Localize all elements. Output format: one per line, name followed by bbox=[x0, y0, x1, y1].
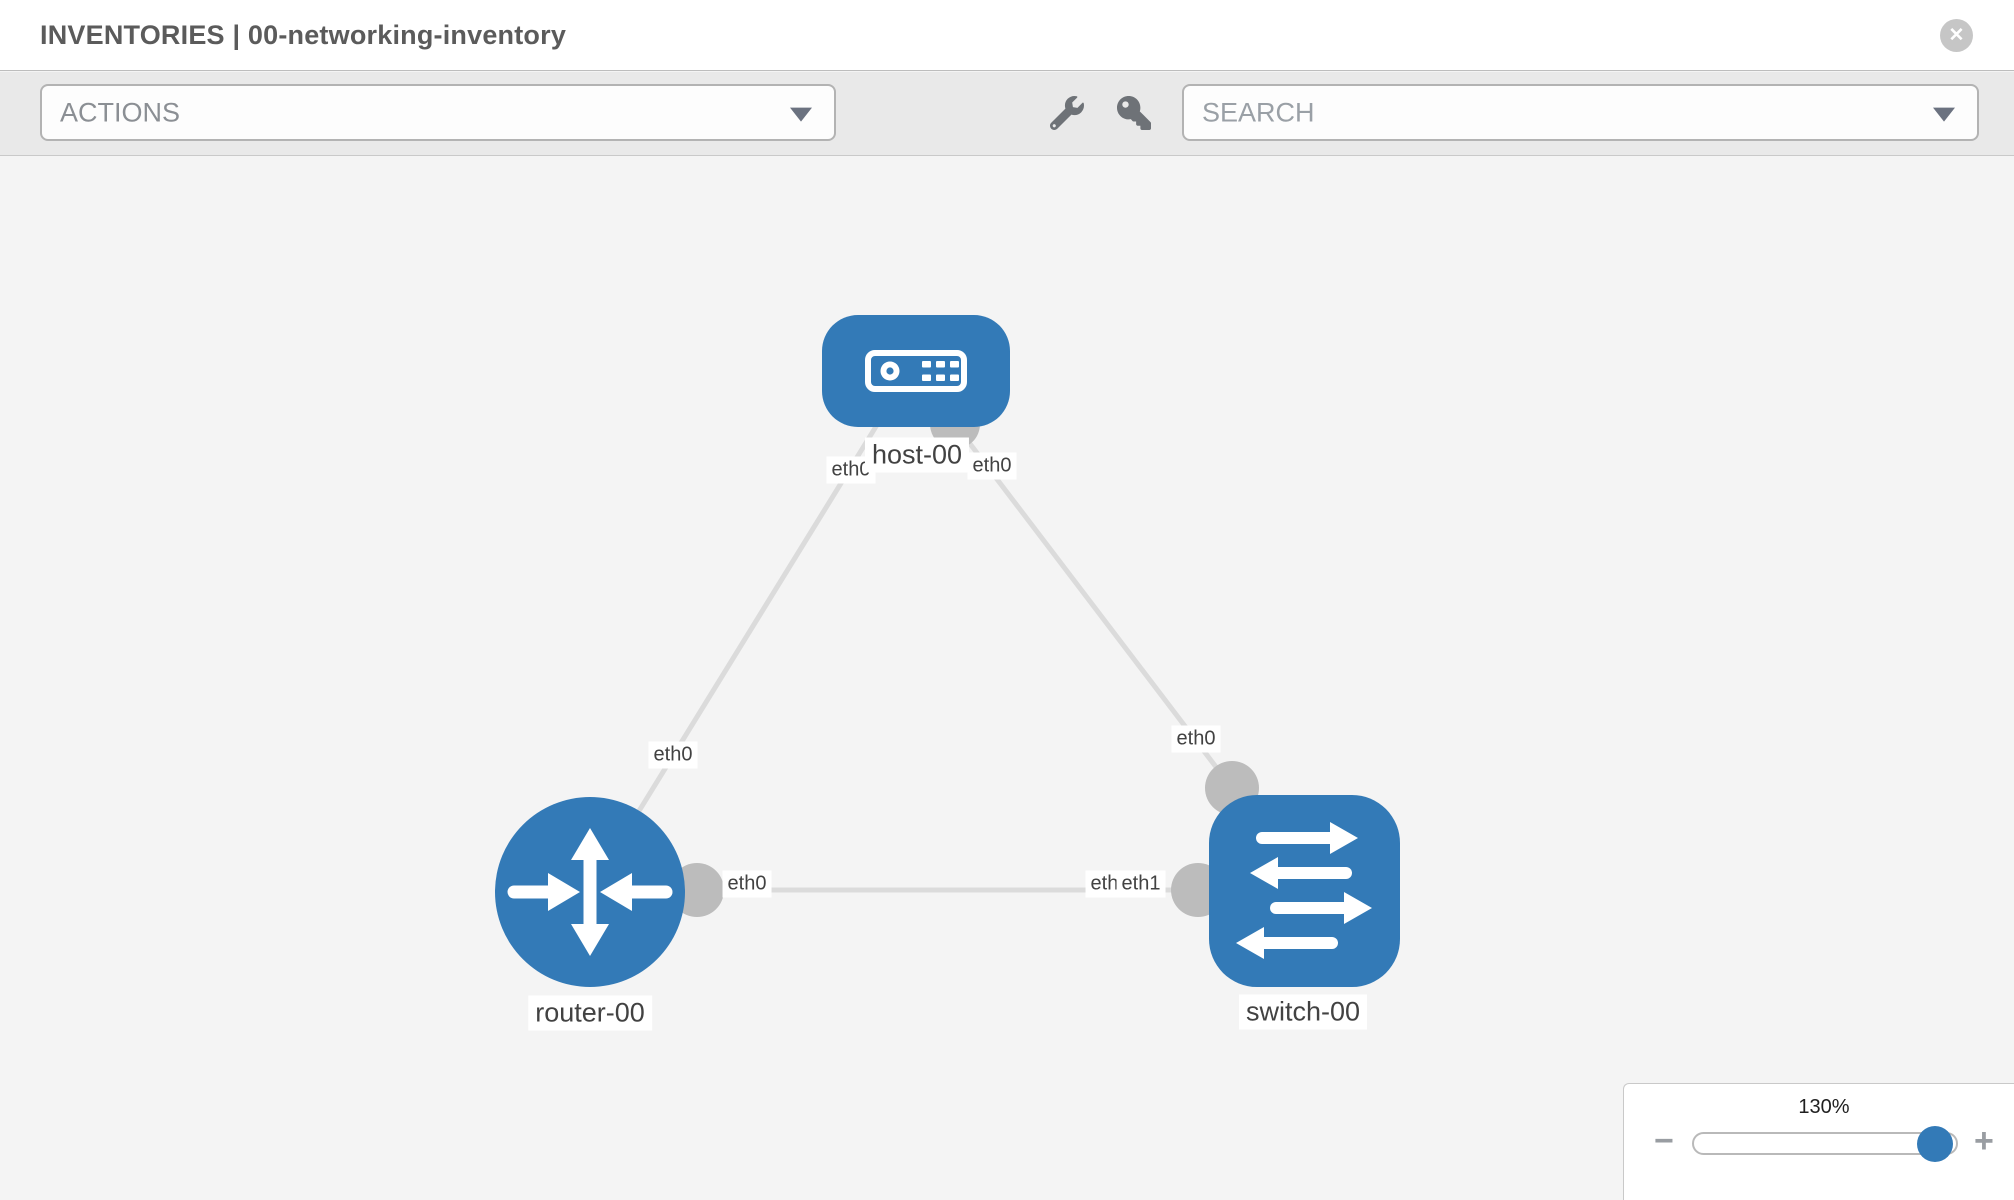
interface-label: eth1 bbox=[1116, 870, 1166, 898]
actions-dropdown-label: ACTIONS bbox=[60, 97, 181, 127]
chevron-down-icon bbox=[790, 107, 812, 122]
header-bar: INVENTORIES | 00-networking-inventory ✕ bbox=[0, 0, 2014, 71]
search-dropdown[interactable]: SEARCH bbox=[1182, 84, 1979, 141]
zoom-out-button[interactable]: − bbox=[1654, 1122, 1674, 1160]
node-router-00[interactable] bbox=[495, 797, 685, 987]
interface-label: eth0 bbox=[1171, 725, 1221, 753]
node-switch-00[interactable] bbox=[1209, 795, 1400, 987]
chevron-down-icon bbox=[1933, 107, 1955, 122]
node-label-router: router-00 bbox=[528, 995, 652, 1031]
zoom-slider-track[interactable] bbox=[1692, 1126, 1958, 1162]
interface-label: eth0 bbox=[648, 741, 698, 769]
router-icon bbox=[507, 828, 673, 956]
search-dropdown-label: SEARCH bbox=[1202, 97, 1315, 127]
actions-dropdown[interactable]: ACTIONS bbox=[40, 84, 836, 141]
close-icon[interactable]: ✕ bbox=[1940, 19, 1973, 52]
zoom-control-panel: 130% − + bbox=[1623, 1083, 2014, 1200]
key-icon[interactable] bbox=[1117, 96, 1151, 130]
page-title: INVENTORIES | 00-networking-inventory bbox=[40, 20, 567, 50]
toolbar: ACTIONS SEARCH bbox=[0, 72, 2014, 156]
node-label-switch: switch-00 bbox=[1238, 994, 1368, 1030]
wrench-icon[interactable] bbox=[1049, 96, 1084, 131]
node-host-00[interactable] bbox=[822, 315, 1010, 427]
switch-icon bbox=[1236, 822, 1372, 959]
zoom-in-button[interactable]: + bbox=[1974, 1122, 1994, 1160]
interface-label: eth0 bbox=[722, 870, 772, 898]
node-label-host: host-00 bbox=[864, 437, 970, 473]
host-icon bbox=[865, 350, 967, 392]
topology-canvas[interactable] bbox=[0, 157, 2014, 1200]
interface-label: eth0 bbox=[967, 452, 1017, 480]
zoom-slider-thumb[interactable] bbox=[1917, 1126, 1953, 1162]
zoom-level-readout: 130% bbox=[1798, 1096, 1850, 1118]
